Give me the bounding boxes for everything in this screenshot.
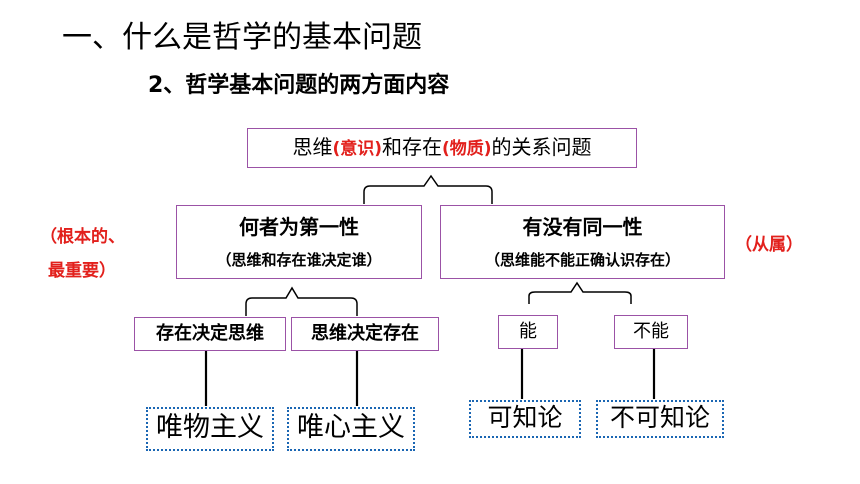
thought-determines-existence-box: 思维决定存在 [291,317,439,351]
core-question-box: 思维(意识)和存在(物质)的关系问题 [247,128,637,168]
knowability-box: 可知论 [469,400,581,438]
can-box: 能 [498,315,558,349]
primacy-box: 何者为第一性 （思维和存在谁决定谁） [176,205,422,279]
section-subtitle: 2、哲学基本问题的两方面内容 [148,73,450,98]
core-question-part1: 思维 [292,135,333,159]
page-title: 一、什么是哲学的基本问题 [62,20,422,55]
note-fundamental-line2: 最重要） [48,261,116,281]
core-question-part4: (物质) [442,139,492,159]
materialism-box: 唯物主义 [146,407,274,451]
note-subordinate: （从属） [735,235,803,255]
right-brace [528,281,632,304]
agnosticism-box: 不可知论 [596,400,724,438]
primacy-subtext: （思维和存在谁决定谁） [216,251,382,269]
core-question-part5: 的关系问题 [491,135,592,159]
top-brace [363,174,493,204]
existence-determines-thought-box: 存在决定思维 [134,317,286,351]
identity-subtext: （思维能不能正确认识存在） [484,251,680,269]
left-brace [245,286,358,316]
identity-heading: 有没有同一性 [522,215,643,239]
core-question-part2: (意识) [332,139,382,159]
core-question-part3: 和存在 [382,135,442,159]
note-fundamental-line1: （根本的、 [40,227,125,247]
identity-box: 有没有同一性 （思维能不能正确认识存在） [440,205,725,279]
idealism-box: 唯心主义 [287,407,415,451]
cannot-box: 不能 [614,315,688,349]
primacy-heading: 何者为第一性 [239,215,359,239]
